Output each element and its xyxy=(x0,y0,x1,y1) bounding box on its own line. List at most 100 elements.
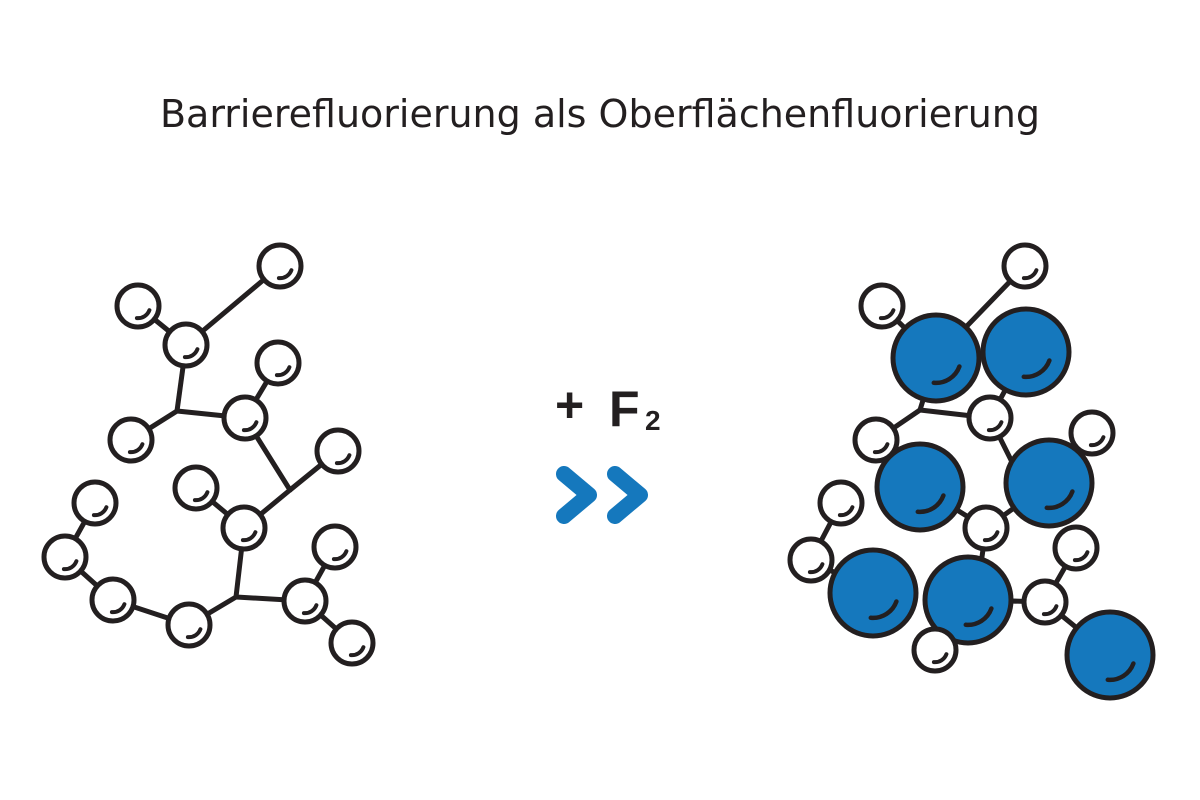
atom-circle xyxy=(162,321,210,369)
hydrogen-atom xyxy=(281,577,329,625)
hydrogen-atom xyxy=(1052,524,1100,572)
atom-highlight xyxy=(963,606,994,628)
atom-highlight xyxy=(915,493,946,515)
hydrogen-atom xyxy=(858,282,906,330)
fluorine-atom xyxy=(922,554,1014,646)
atom-circle xyxy=(114,282,162,330)
atom-highlight xyxy=(1041,604,1059,617)
atom-highlight xyxy=(127,442,145,455)
atom-highlight xyxy=(931,364,962,386)
hydrogen-atom xyxy=(966,394,1014,442)
atom-circle xyxy=(980,306,1072,398)
atom-highlight xyxy=(334,453,352,466)
fluorine-atom xyxy=(1003,437,1095,529)
atom-highlight xyxy=(240,530,258,543)
fluorine-atom xyxy=(1064,609,1156,701)
atom-circle xyxy=(1003,437,1095,529)
atom-circle xyxy=(911,626,959,674)
hydrogen-atom xyxy=(314,427,362,475)
chevron-2 xyxy=(607,466,648,524)
hydrogen-atom xyxy=(1021,578,1069,626)
atom-highlight xyxy=(1021,358,1052,380)
atom-circle xyxy=(962,504,1010,552)
atom-circle xyxy=(874,441,966,533)
atom-highlight xyxy=(872,442,890,455)
atom-highlight xyxy=(1105,661,1136,683)
hydrogen-atom xyxy=(254,339,302,387)
atom-circle xyxy=(71,479,119,527)
atom-circle xyxy=(787,536,835,584)
atom-highlight xyxy=(241,420,259,433)
hydrogen-atom xyxy=(162,321,210,369)
hydrogen-atom xyxy=(962,504,1010,552)
hydrogen-atom xyxy=(1068,409,1116,457)
atom-highlight xyxy=(1021,268,1039,281)
atom-highlight xyxy=(1044,489,1075,511)
hydrogen-atom xyxy=(328,619,376,667)
chevron-1 xyxy=(556,466,597,524)
atom-circle xyxy=(852,416,900,464)
atom-highlight xyxy=(134,308,152,321)
reagent-symbol: F xyxy=(609,381,640,437)
atom-highlight xyxy=(109,602,127,615)
reagent: + F 2 xyxy=(555,377,661,524)
diagram-title: Barrierefluorierung als Oberflächenfluor… xyxy=(159,92,1040,136)
fluorine-atom xyxy=(827,547,919,639)
reagent-subscript: 2 xyxy=(645,405,661,436)
hydrogen-atom xyxy=(172,464,220,512)
hydrogen-atom xyxy=(1001,242,1049,290)
atom-circle xyxy=(107,416,155,464)
hydrogen-atom xyxy=(256,242,304,290)
hydrogen-atom xyxy=(220,504,268,552)
atom-circle xyxy=(922,554,1014,646)
hydrogen-atom xyxy=(71,479,119,527)
hydrogen-atom xyxy=(311,523,359,571)
atom-circle xyxy=(311,523,359,571)
fluorine-atom xyxy=(874,441,966,533)
atom-highlight xyxy=(1088,435,1106,448)
hydrogen-atom xyxy=(89,576,137,624)
atom-highlight xyxy=(61,559,79,572)
atom-circle xyxy=(89,576,137,624)
hydrogen-atom xyxy=(114,282,162,330)
hydrogen-atom xyxy=(41,533,89,581)
atom-circle xyxy=(221,394,269,442)
atom-circle xyxy=(172,464,220,512)
atom-circle xyxy=(817,479,865,527)
atom-highlight xyxy=(301,603,319,616)
atom-circle xyxy=(314,427,362,475)
atom-circle xyxy=(1068,409,1116,457)
atom-circle xyxy=(827,547,919,639)
atom-highlight xyxy=(982,530,1000,543)
untreated-polymer-molecule xyxy=(41,242,376,667)
atom-circle xyxy=(281,577,329,625)
atom-highlight xyxy=(182,347,200,360)
atom-highlight xyxy=(986,420,1004,433)
atom-highlight xyxy=(348,645,366,658)
atom-highlight xyxy=(185,627,203,640)
double-chevron-right-icon xyxy=(556,466,648,524)
atom-highlight xyxy=(1072,550,1090,563)
atom-highlight xyxy=(276,268,294,281)
atom-circle xyxy=(1001,242,1049,290)
atom-circle xyxy=(220,504,268,552)
fluorine-atom xyxy=(890,312,982,404)
hydrogen-atom xyxy=(221,394,269,442)
atom-highlight xyxy=(91,505,109,518)
atom-highlight xyxy=(331,549,349,562)
hydrogen-atom xyxy=(817,479,865,527)
fluorinated-polymer-molecule xyxy=(787,242,1156,701)
atom-circle xyxy=(966,394,1014,442)
fluorine-atom xyxy=(980,306,1072,398)
atom-circle xyxy=(41,533,89,581)
atom-highlight xyxy=(274,365,292,378)
hydrogen-atom xyxy=(107,416,155,464)
atom-circle xyxy=(165,601,213,649)
atom-highlight xyxy=(931,652,949,665)
hydrogen-atom xyxy=(165,601,213,649)
atom-circle xyxy=(858,282,906,330)
hydrogen-atom xyxy=(911,626,959,674)
atom-circle xyxy=(328,619,376,667)
hydrogen-atom xyxy=(787,536,835,584)
